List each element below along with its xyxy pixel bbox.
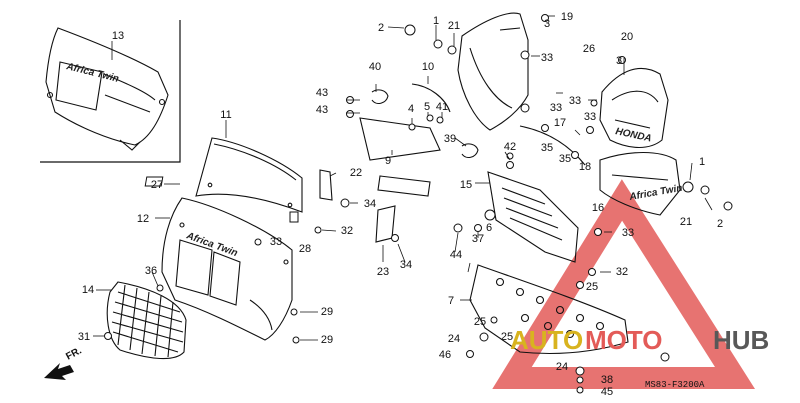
part-number-18: 18 xyxy=(579,161,591,173)
part-number-28: 28 xyxy=(299,243,311,255)
brackets-group xyxy=(319,83,586,243)
front-fairing-part xyxy=(161,197,293,341)
lower-cowl-part xyxy=(487,171,579,263)
meter-panel-part xyxy=(599,67,669,149)
part-number-3: 3 xyxy=(544,18,550,30)
part-number-39: 39 xyxy=(444,133,456,145)
part-number-33: 33 xyxy=(270,236,282,248)
part-number-33: 33 xyxy=(569,95,581,107)
part-number-2: 2 xyxy=(378,22,384,34)
part-number-34: 34 xyxy=(364,198,376,210)
part-number-14: 14 xyxy=(82,284,94,296)
watermark-triangle xyxy=(492,179,756,389)
sticker-28 xyxy=(289,211,299,223)
headlight-grille-part xyxy=(106,281,187,360)
part-number-33: 33 xyxy=(550,102,562,114)
part-number-45: 45 xyxy=(601,386,613,398)
part-number-13: 13 xyxy=(112,30,124,42)
right-cowl-brand-text: Africa Twin xyxy=(628,183,684,203)
part-number-5: 5 xyxy=(424,101,430,113)
part-number-31: 31 xyxy=(78,331,90,343)
right-cowl-part xyxy=(599,152,681,216)
part-number-32: 32 xyxy=(341,225,353,237)
part-number-34: 34 xyxy=(400,259,412,271)
part-number-35: 35 xyxy=(541,142,553,154)
part-number-25: 25 xyxy=(474,316,486,328)
part-number-1: 1 xyxy=(699,156,705,168)
part-number-41: 41 xyxy=(436,101,448,113)
watermark-moto: MOTO xyxy=(585,325,663,355)
part-number-43: 43 xyxy=(316,104,328,116)
part-number-29: 29 xyxy=(321,334,333,346)
direction-label: FR. xyxy=(64,345,84,362)
part-number-37: 37 xyxy=(472,233,484,245)
part-number-21: 21 xyxy=(680,216,692,228)
part-number-33: 33 xyxy=(622,227,634,239)
watermark-text: AUTO MOTO HUB xyxy=(510,325,769,355)
part-number-42: 42 xyxy=(504,141,516,153)
part-number-43: 43 xyxy=(316,87,328,99)
part-number-40: 40 xyxy=(369,61,381,73)
watermark-hub: HUB xyxy=(713,325,769,355)
inset-frame xyxy=(40,20,181,163)
part-number-20: 20 xyxy=(621,31,633,43)
part-number-9: 9 xyxy=(385,155,391,167)
part-number-2: 2 xyxy=(717,218,723,230)
part-number-24: 24 xyxy=(556,361,568,373)
part-number-22: 22 xyxy=(350,167,362,179)
sticker-27 xyxy=(144,176,164,187)
part-number-3: 3 xyxy=(616,55,622,67)
side-cowl-part xyxy=(457,12,529,131)
part-number-4: 4 xyxy=(408,103,414,115)
part-number-21: 21 xyxy=(448,20,460,32)
part-number-24: 24 xyxy=(448,333,460,345)
part-number-11: 11 xyxy=(220,109,231,121)
part-number-44: 44 xyxy=(450,249,462,261)
diagram-code: MS83-F3200A xyxy=(645,380,705,390)
part-number-33: 33 xyxy=(584,111,596,123)
part-number-23: 23 xyxy=(377,266,389,278)
part-number-32: 32 xyxy=(616,266,628,278)
part-number-33: 33 xyxy=(541,52,553,64)
part-number-15: 15 xyxy=(460,179,472,191)
part-number-16: 16 xyxy=(592,202,604,214)
windshield-part xyxy=(195,137,303,213)
part-number-17: 17 xyxy=(554,117,566,129)
part-number-46: 46 xyxy=(439,349,451,361)
part-number-19: 19 xyxy=(561,11,573,23)
inset-fairing-part xyxy=(45,27,169,151)
part-number-7: 7 xyxy=(448,295,454,307)
part-number-38: 38 xyxy=(601,374,613,386)
inset-brand-text: Africa Twin xyxy=(64,61,120,85)
part-number-10: 10 xyxy=(422,61,434,73)
part-number-29: 29 xyxy=(321,306,333,318)
part-number-6: 6 xyxy=(486,222,492,234)
part-number-36: 36 xyxy=(145,265,157,277)
front-direction-arrow xyxy=(44,363,74,380)
part-number-12: 12 xyxy=(137,213,149,225)
part-number-35: 35 xyxy=(559,153,571,165)
honda-text: HONDA xyxy=(614,126,652,144)
part-number-1: 1 xyxy=(433,15,439,27)
leader-lines xyxy=(93,15,713,341)
part-number-25: 25 xyxy=(501,331,513,343)
watermark-auto: AUTO xyxy=(510,325,583,355)
part-number-26: 26 xyxy=(583,43,595,55)
part-number-25: 25 xyxy=(586,281,598,293)
under-cowl-part xyxy=(469,264,629,355)
part-number-27: 27 xyxy=(151,179,163,191)
